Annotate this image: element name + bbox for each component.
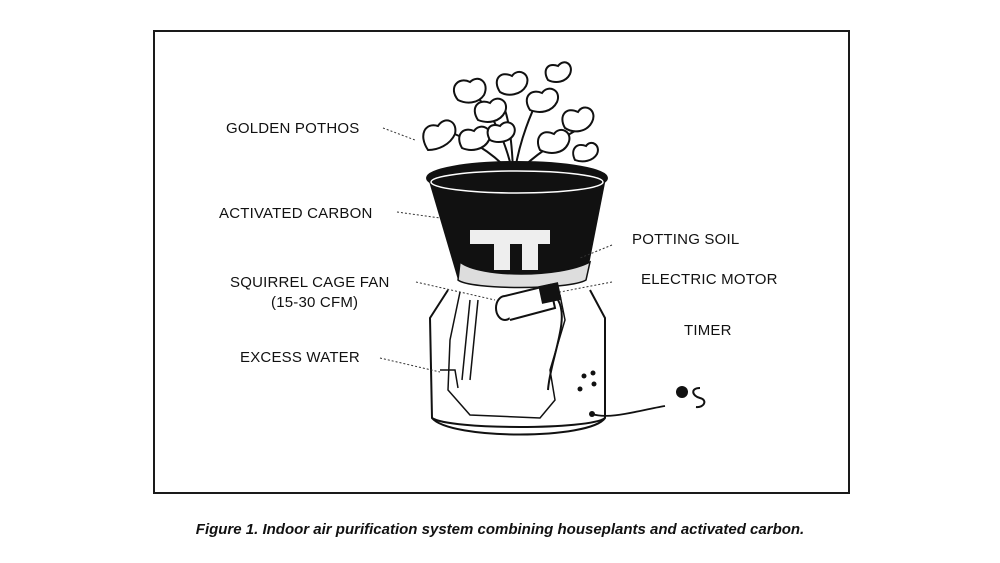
label-squirrel-cage-fan: SQUIRREL CAGE FAN	[230, 274, 390, 291]
label-excess-water: EXCESS WATER	[240, 349, 360, 366]
activated-carbon-pot-icon	[426, 161, 608, 289]
label-activated-carbon: ACTIVATED CARBON	[219, 205, 373, 222]
label-fan-rating: (15-30 CFM)	[271, 294, 359, 311]
label-electric-motor: ELECTRIC MOTOR	[641, 271, 778, 288]
figure-caption: Figure 1. Indoor air purification system…	[195, 521, 805, 538]
timer-icon	[577, 370, 706, 417]
label-timer: TIMER	[684, 322, 732, 339]
leader-lines	[379, 127, 613, 373]
container-jar-icon	[428, 289, 606, 436]
label-golden-pothos: GOLDEN POTHOS	[226, 120, 360, 137]
label-potting-soil: POTTING SOIL	[632, 231, 740, 248]
squirrel-cage-fan-icon	[495, 282, 563, 391]
golden-pothos-plant-icon	[422, 61, 599, 173]
